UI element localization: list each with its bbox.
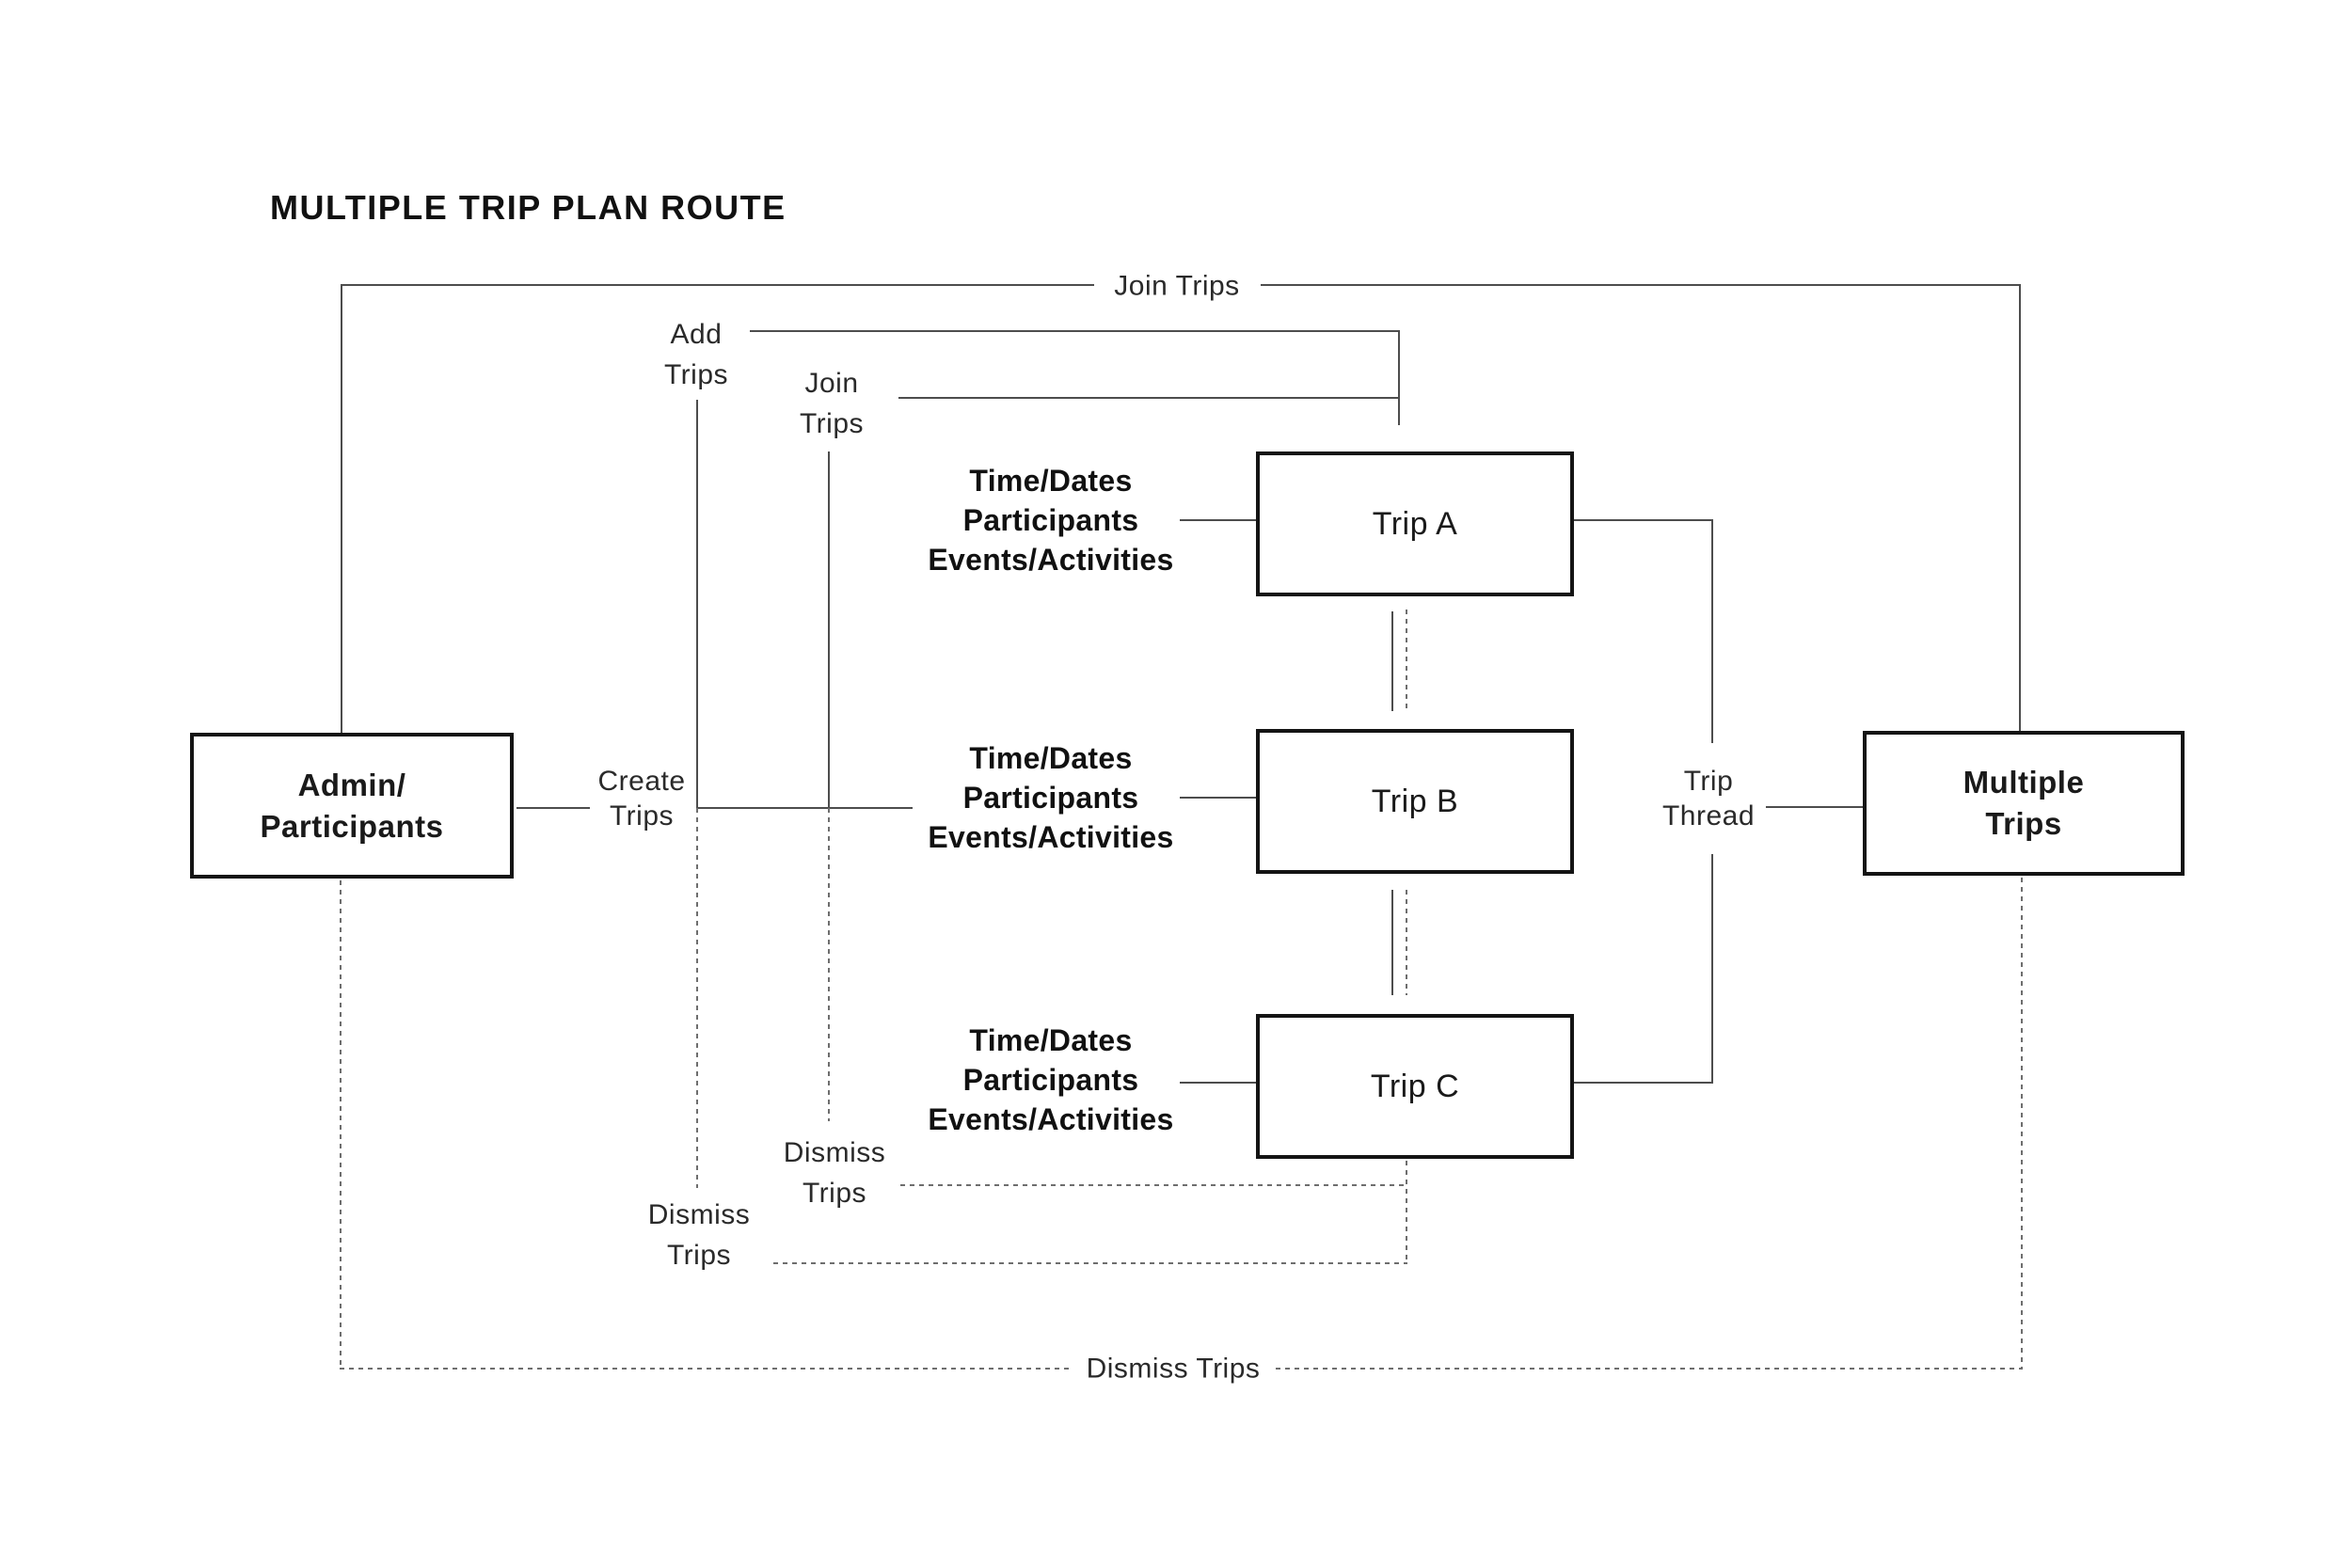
trip-b-attr-line3: Events/Activities	[928, 820, 1174, 854]
edge-create-trips-left	[516, 807, 590, 809]
edge-trip-b-c-solid	[1391, 890, 1393, 995]
edge-dismiss-bottom-left	[340, 1368, 1073, 1370]
trip-c-attributes: Time/Dates Participants Events/Activitie…	[928, 1021, 1173, 1139]
trip-a-attributes: Time/Dates Participants Events/Activitie…	[928, 461, 1173, 579]
label-create-trips-line1: Create	[597, 766, 686, 797]
trip-c-attr-line3: Events/Activities	[928, 1102, 1174, 1136]
label-dismiss-trips-lower-line1: Dismiss	[647, 1199, 751, 1230]
trip-b-attr-line2: Participants	[962, 781, 1139, 815]
edge-trip-c-dismiss-vertical	[1406, 1151, 1407, 1264]
edge-join-trips-top-right	[1261, 284, 2021, 286]
edge-join-dismiss-vertical	[828, 808, 830, 1121]
label-join-trips-mid: Join Trips	[799, 363, 865, 444]
edge-trip-b-c-dashed	[1406, 890, 1407, 995]
edge-dismiss-upper-horizontal	[900, 1184, 1407, 1186]
node-multiple-trips: Multiple Trips	[1863, 731, 2185, 876]
node-multiple-line1: Multiple	[1963, 765, 2085, 800]
page-title: MULTIPLE TRIP PLAN ROUTE	[270, 188, 787, 227]
edge-attrs-to-trip-c	[1180, 1082, 1256, 1084]
node-trip-a: Trip A	[1256, 451, 1574, 596]
trip-a-attr-line3: Events/Activities	[928, 543, 1174, 577]
label-dismiss-trips-upper: Dismiss Trips	[783, 1132, 886, 1213]
edge-attrs-to-trip-a	[1180, 519, 1256, 521]
node-trip-c-label: Trip C	[1370, 1069, 1460, 1104]
edge-join-trips-mid-horizontal	[898, 397, 1400, 399]
node-multiple-line2: Trips	[1985, 806, 2062, 841]
node-admin-line1: Admin/	[297, 767, 406, 802]
label-dismiss-trips-upper-line2: Trips	[802, 1178, 867, 1209]
edge-join-trips-mid-vertical	[828, 451, 830, 808]
trip-a-attr-line1: Time/Dates	[969, 464, 1133, 498]
label-create-trips: Create Trips	[597, 764, 686, 833]
node-trip-a-label: Trip A	[1372, 506, 1458, 542]
label-dismiss-trips-bottom: Dismiss Trips	[1074, 1348, 1272, 1389]
label-join-trips-top: Join Trips	[1103, 265, 1251, 307]
trip-b-attr-line1: Time/Dates	[969, 741, 1133, 775]
node-trip-c: Trip C	[1256, 1014, 1574, 1159]
edge-add-join-down-vertical	[1398, 330, 1400, 425]
edge-thread-vertical-top	[1711, 519, 1713, 743]
edge-thread-vertical-bottom	[1711, 854, 1713, 1084]
edge-add-dismiss-vertical	[696, 808, 698, 1188]
label-join-trips-mid-line2: Trips	[799, 408, 865, 439]
edge-thread-to-multiple	[1763, 806, 1863, 808]
label-dismiss-trips-lower: Dismiss Trips	[647, 1195, 751, 1275]
edge-trip-a-to-thread	[1566, 519, 1713, 521]
label-trip-thread-line2: Thread	[1661, 800, 1756, 832]
edge-create-trips-right	[698, 807, 913, 809]
edge-join-trips-left-vertical	[341, 284, 342, 733]
edge-join-trips-top-left	[341, 284, 1094, 286]
edge-admin-dismiss-vertical	[340, 871, 342, 1369]
trip-b-attributes: Time/Dates Participants Events/Activitie…	[928, 738, 1173, 857]
trip-c-attr-line1: Time/Dates	[969, 1023, 1133, 1057]
edge-attrs-to-trip-b	[1180, 797, 1256, 799]
label-create-trips-line2: Trips	[609, 800, 675, 832]
edge-dismiss-bottom-right	[1276, 1368, 2023, 1370]
edge-add-trips-horizontal	[750, 330, 1400, 332]
label-add-trips: Add Trips	[663, 314, 729, 395]
trip-c-attr-line2: Participants	[962, 1063, 1139, 1097]
edge-dismiss-lower-horizontal	[773, 1262, 1407, 1264]
edge-join-trips-right-vertical	[2019, 284, 2021, 731]
label-dismiss-trips-lower-line2: Trips	[666, 1240, 732, 1271]
edge-add-trips-vertical	[696, 400, 698, 808]
label-add-trips-line1: Add	[670, 319, 723, 350]
node-admin-line2: Participants	[260, 808, 444, 844]
edge-trip-a-b-dashed	[1406, 610, 1407, 711]
edge-trip-a-b-solid	[1391, 611, 1393, 711]
node-trip-b: Trip B	[1256, 729, 1574, 874]
label-dismiss-trips-upper-line1: Dismiss	[783, 1137, 886, 1168]
edge-multiple-dismiss-vertical	[2021, 868, 2023, 1369]
trip-a-attr-line2: Participants	[962, 503, 1139, 537]
label-trip-thread: Trip Thread	[1650, 764, 1767, 833]
edge-trip-c-to-thread	[1566, 1082, 1713, 1084]
node-admin-participants: Admin/ Participants	[190, 733, 514, 879]
label-join-trips-mid-line1: Join	[804, 368, 859, 399]
label-add-trips-line2: Trips	[663, 359, 729, 390]
label-trip-thread-line1: Trip	[1683, 766, 1734, 797]
node-trip-b-label: Trip B	[1371, 784, 1459, 819]
